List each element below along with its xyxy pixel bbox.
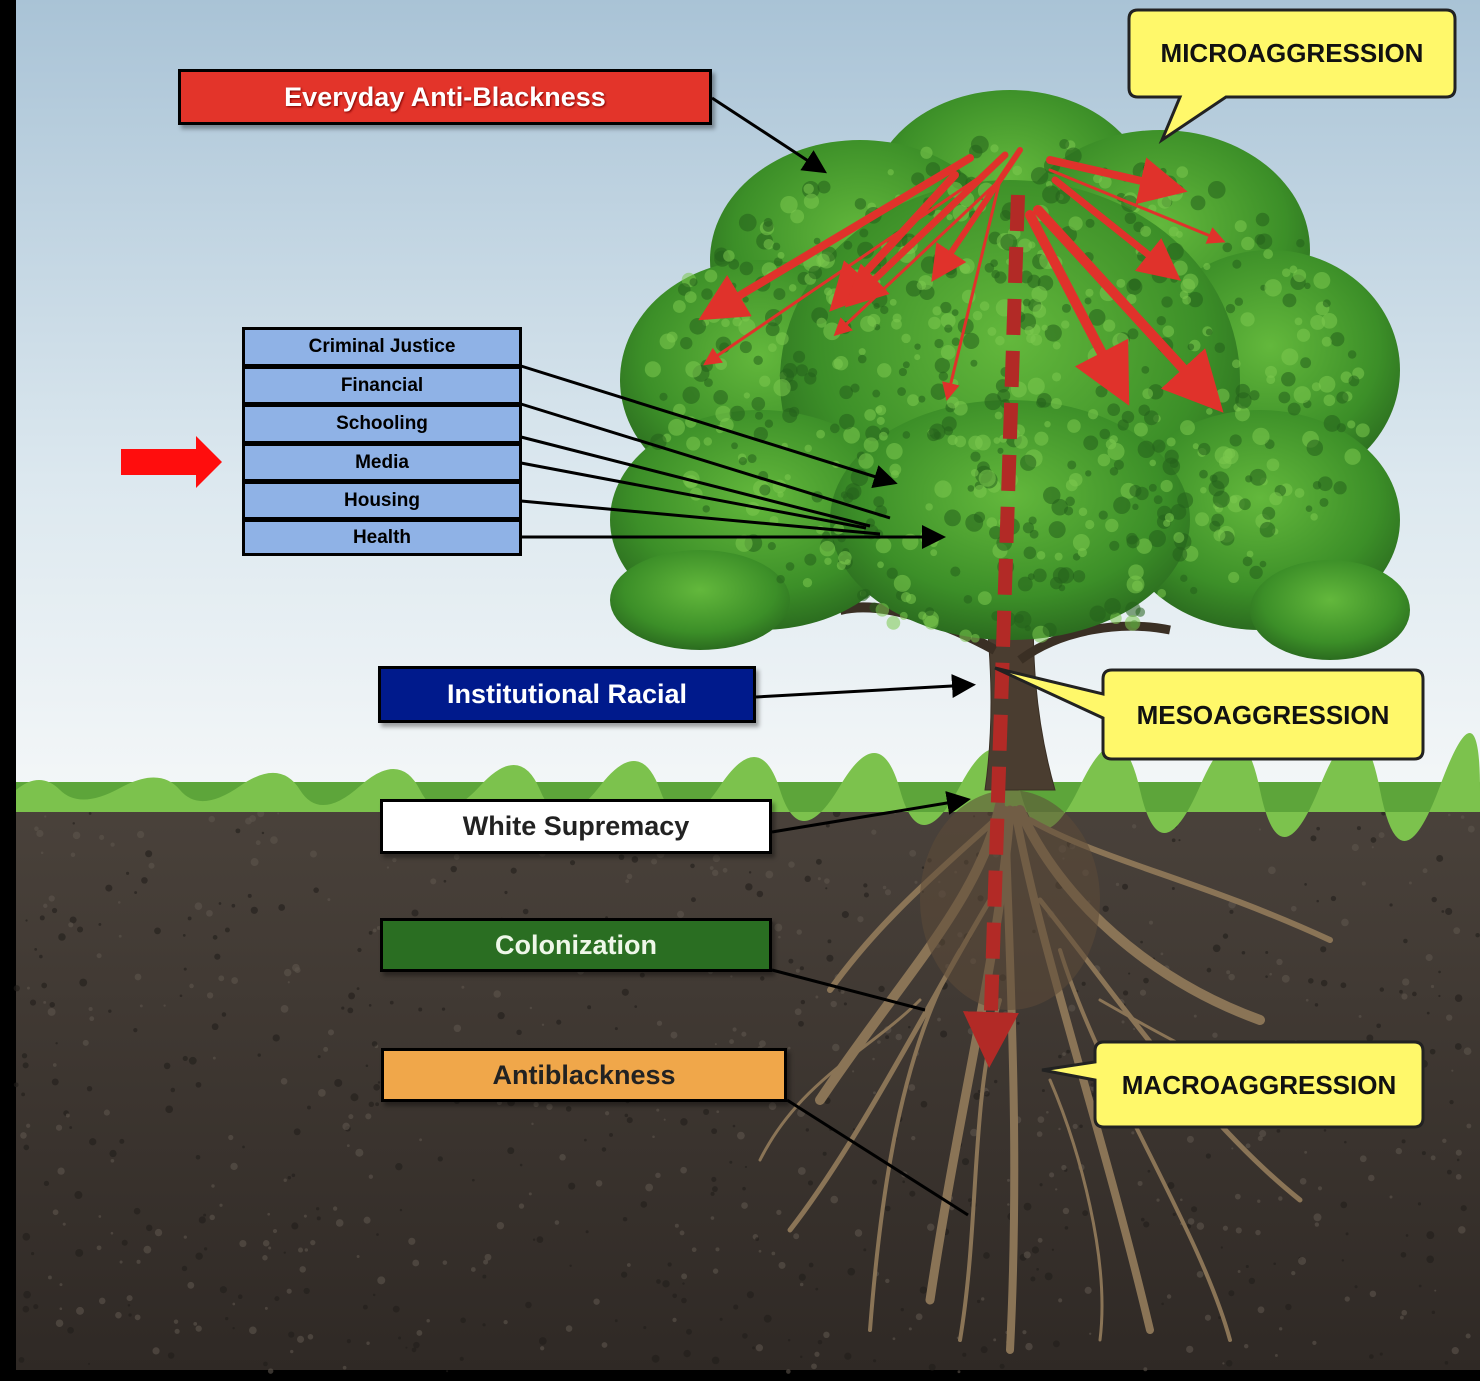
- red-right-arrow-icon: [121, 436, 222, 488]
- everyday-anti-blackness-label: Everyday Anti-Blackness: [178, 69, 712, 125]
- antiblackness-label: Antiblackness: [381, 1048, 787, 1102]
- microaggression-callout: [1127, 8, 1457, 145]
- sector-media: Media: [242, 443, 522, 482]
- microaggression-text: MICROAGGRESSION: [1160, 38, 1424, 68]
- sector-housing: Housing: [242, 481, 522, 520]
- microaggression-arrows: [698, 147, 1226, 413]
- sector-criminal-justice: Criminal Justice: [242, 327, 522, 367]
- colonization-label: Colonization: [380, 918, 772, 972]
- soil-texture: [13, 809, 1480, 1374]
- sector-financial: Financial: [242, 366, 522, 405]
- root-mass: [920, 790, 1100, 1010]
- sector-health: Health: [242, 519, 522, 556]
- white-supremacy-label: White Supremacy: [380, 799, 772, 854]
- mesoaggression-text: MESOAGGRESSION: [1136, 700, 1390, 730]
- mesoaggression-callout: [994, 666, 1425, 761]
- macroaggression-text: MACROAGGRESSION: [1121, 1070, 1397, 1100]
- dashed-arrow: [962, 194, 1025, 1068]
- institutional-racial-label: Institutional Racial: [378, 666, 756, 723]
- sector-schooling: Schooling: [242, 404, 522, 444]
- macroaggression-callout: [1041, 1040, 1425, 1129]
- connector-arrows: [520, 96, 976, 1217]
